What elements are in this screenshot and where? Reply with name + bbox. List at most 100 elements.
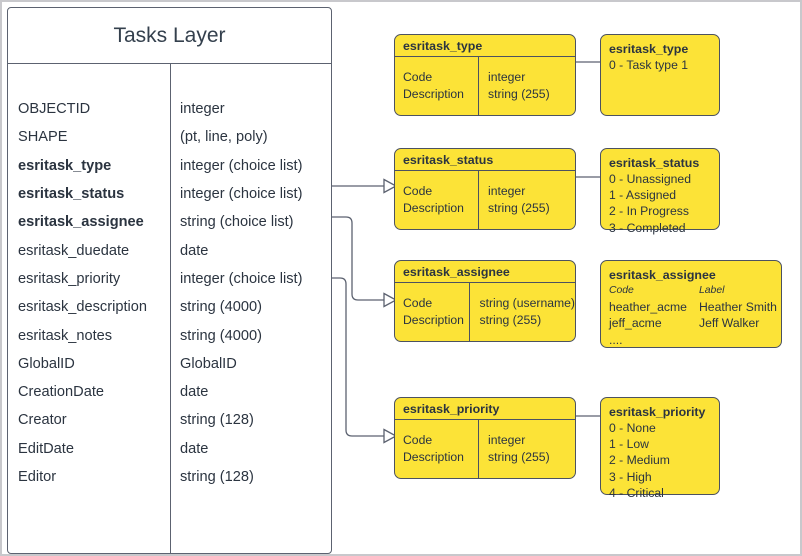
domain-values-title: esritask_priority [609, 405, 706, 419]
domain-values-title: esritask_assignee [609, 268, 716, 282]
domain-field-description: Description [403, 312, 464, 327]
field-name: CreationDate [18, 384, 104, 401]
field-type: string (4000) [180, 299, 262, 316]
domain-type-code: integer [488, 184, 526, 198]
field-name: GlobalID [18, 355, 75, 372]
table-row: Editor string (128) [8, 463, 331, 491]
domain-table-header: esritask_priority [395, 398, 575, 420]
domain-table-esritask-status: esritask_status Code Description integer… [394, 148, 576, 230]
field-name: esritask_notes [18, 327, 113, 344]
table-row: esritask_priority integer (choice list) [8, 265, 331, 293]
domain-values-esritask-type: esritask_type 0 - Task type 1 [600, 34, 720, 116]
domain-value-item: 4 - Critical [609, 485, 664, 500]
domain-field-code: Code [403, 184, 433, 198]
column-header-label: Label [699, 285, 725, 296]
domain-type-description: string (255) [479, 312, 542, 327]
cell-label: Jeff Walker [699, 316, 760, 331]
domain-table-esritask-assignee: esritask_assignee Code Description strin… [394, 260, 576, 342]
cell-label: Heather Smith [699, 300, 777, 315]
table-row: CreationDate date [8, 378, 331, 406]
field-type: integer [180, 101, 225, 118]
field-name: Editor [18, 469, 57, 485]
field-type: integer (choice list) [180, 270, 303, 287]
domain-value-item: 3 - Completed [609, 220, 686, 235]
domain-table-right-col: integer string (255) [479, 57, 575, 115]
field-type: string (128) [180, 412, 254, 429]
field-name: esritask_priority [18, 270, 121, 287]
domain-table-left-col: Code Description [395, 420, 479, 478]
domain-table-left-col: Code Description [395, 283, 471, 341]
domain-value-item: 2 - Medium [609, 453, 670, 468]
table-row: esritask_assignee string (choice list) [8, 208, 331, 236]
field-name: esritask_type [18, 157, 112, 174]
table-row: Creator string (128) [8, 406, 331, 434]
domain-table-header: esritask_status [395, 149, 575, 171]
table-row: esritask_duedate date [8, 236, 331, 264]
tasks-layer-fields: OBJECTID integer SHAPE (pt, line, poly) … [8, 64, 331, 553]
domain-values-title: esritask_status [609, 156, 700, 170]
domain-value-item: 1 - Low [609, 437, 649, 452]
field-type: date [180, 440, 209, 457]
domain-value-item: 0 - Task type 1 [609, 58, 689, 72]
domain-type-description: string (255) [488, 200, 550, 215]
domain-value-item: 2 - In Progress [609, 204, 689, 219]
domain-type-code: string (username) [479, 296, 575, 310]
field-type: string (choice list) [180, 214, 294, 231]
domain-values-column-headers: Code Label [609, 283, 781, 299]
connector-assignee [332, 216, 384, 301]
domain-table-left-col: Code Description [395, 171, 479, 229]
domain-type-description: string (255) [488, 449, 550, 464]
field-type: (pt, line, poly) [180, 129, 268, 146]
connector-priority [332, 277, 384, 437]
table-row: esritask_notes string (4000) [8, 321, 331, 349]
domain-values-title: esritask_type [609, 42, 689, 56]
domain-table-esritask-type: esritask_type Code Description integer s… [394, 34, 576, 116]
cell-code: jeff_acme [609, 316, 662, 331]
table-row: esritask_status integer (choice list) [8, 180, 331, 208]
column-divider [170, 64, 171, 553]
table-row: SHAPE (pt, line, poly) [8, 123, 331, 151]
domain-table-right-col: integer string (255) [479, 171, 575, 229]
field-type: GlobalID [180, 355, 237, 372]
ellipsis-indicator: .... [609, 332, 623, 347]
tasks-layer-entity: Tasks Layer OBJECTID integer SHAPE (pt, … [7, 7, 332, 554]
domain-table-right-col: string (username) string (255) [470, 283, 575, 341]
domain-type-description: string (255) [488, 86, 550, 101]
field-type: string (128) [180, 469, 254, 485]
field-type: integer (choice list) [180, 186, 303, 203]
domain-field-code: Code [403, 296, 433, 310]
domain-table-header: esritask_type [395, 35, 575, 57]
table-row: GlobalID GlobalID [8, 350, 331, 378]
domain-field-description: Description [403, 200, 464, 215]
cell-code: heather_acme [609, 300, 687, 315]
domain-value-item: 3 - High [609, 469, 652, 484]
domain-field-description: Description [403, 86, 464, 101]
field-type: string (4000) [180, 327, 262, 344]
table-row: esritask_description string (4000) [8, 293, 331, 321]
field-name: esritask_description [18, 299, 147, 316]
domain-table-esritask-priority: esritask_priority Code Description integ… [394, 397, 576, 479]
domain-value-item: 0 - Unassigned [609, 172, 691, 186]
field-type: date [180, 384, 209, 401]
table-row: esritask_type integer (choice list) [8, 152, 331, 180]
table-row: jeff_acme Jeff Walker [609, 315, 781, 331]
field-name: esritask_status [18, 186, 125, 203]
domain-field-code: Code [403, 70, 433, 84]
field-name: SHAPE [18, 129, 68, 146]
field-name: OBJECTID [18, 101, 91, 118]
table-row: OBJECTID integer [8, 95, 331, 123]
column-header-code: Code [609, 285, 634, 296]
field-name: Creator [18, 412, 67, 429]
domain-table-left-col: Code Description [395, 57, 479, 115]
domain-values-esritask-status: esritask_status 0 - Unassigned 1 - Assig… [600, 148, 720, 235]
domain-table-header: esritask_assignee [395, 261, 575, 283]
domain-value-item: 1 - Assigned [609, 188, 677, 203]
domain-table-right-col: integer string (255) [479, 420, 575, 478]
table-row: heather_acme Heather Smith [609, 299, 781, 315]
domain-values-esritask-priority: esritask_priority 0 - None 1 - Low 2 - M… [600, 397, 720, 500]
field-type: integer (choice list) [180, 157, 303, 174]
field-name: esritask_duedate [18, 242, 130, 259]
table-row: EditDate date [8, 435, 331, 463]
domain-type-code: integer [488, 70, 526, 84]
